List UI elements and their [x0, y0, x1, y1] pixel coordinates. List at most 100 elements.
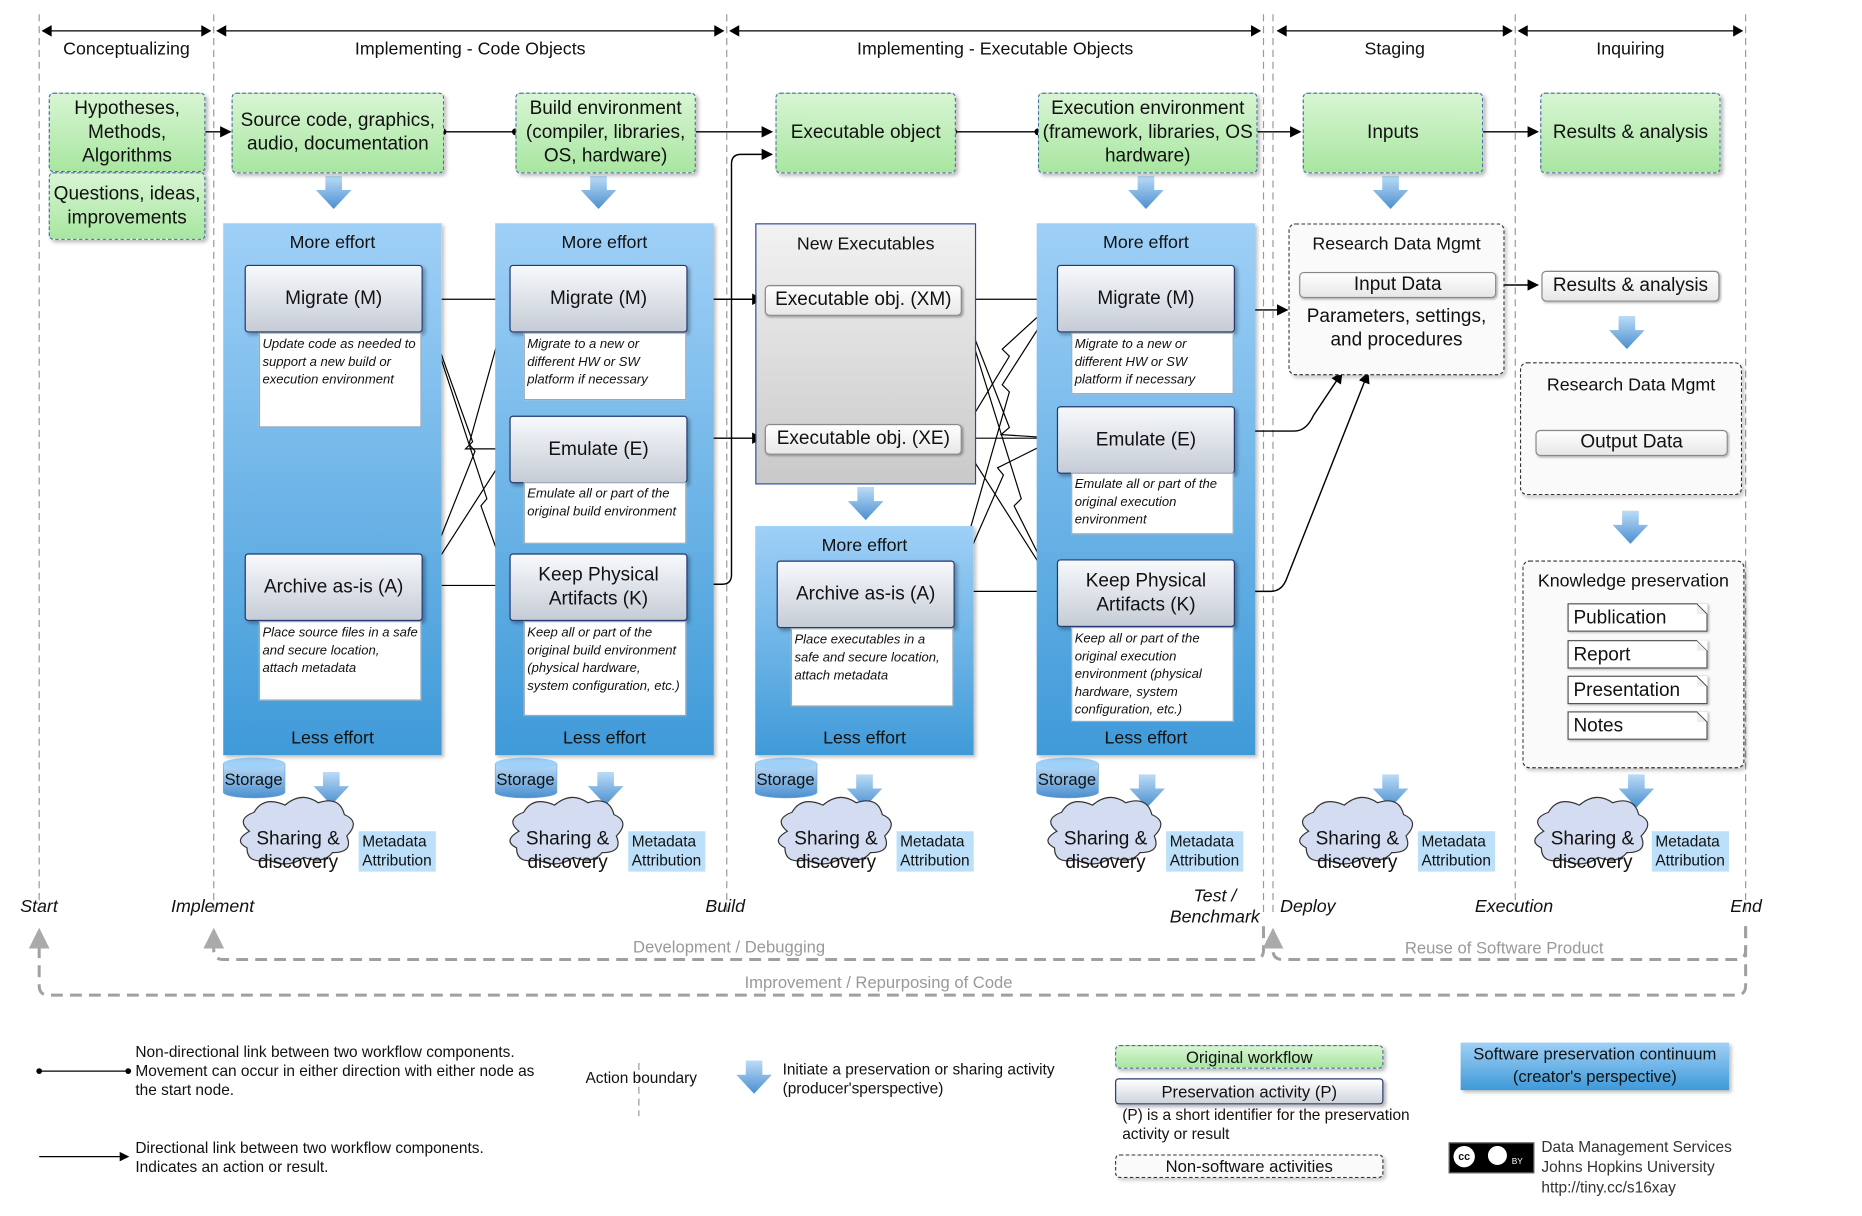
loop-development-label: Development / Debugging — [632, 936, 826, 956]
notes-doc: Notes — [1567, 711, 1708, 740]
storage-label: Storage — [496, 769, 555, 789]
attribution-label: Attribution — [1655, 851, 1725, 870]
execution-environment-box: Execution environment (framework, librar… — [1037, 92, 1258, 174]
build-environment-box: Build environment (compiler, libraries, … — [515, 92, 696, 174]
keep-physical-build-description: Keep all or part of the original build e… — [523, 621, 687, 717]
metadata-label: Metadata — [631, 832, 697, 851]
results-analysis-node: Results & analysis — [1541, 270, 1720, 302]
loop-reuse-label: Reuse of Software Product — [1404, 938, 1604, 958]
staging-rdm-title: Research Data Mgmt — [1312, 233, 1481, 255]
migrate-build-label: Migrate (M) — [549, 287, 648, 309]
attribution-label: Attribution — [1421, 851, 1491, 870]
results-analysis-box: Results & analysis — [1540, 92, 1721, 174]
milestone-execution: Execution — [1474, 896, 1554, 917]
milestone-start: Start — [20, 896, 58, 917]
legend-nonsoftware-label: Non-software activities — [1165, 1156, 1333, 1176]
executable-object-box: Executable object — [775, 92, 956, 174]
keep-physical-build-node: Keep Physical Artifacts (K) — [509, 553, 688, 622]
migrate-exec-node: Migrate (M) — [1056, 264, 1235, 333]
keep-physical-exec-node: Keep Physical Artifacts (K) — [1056, 559, 1235, 627]
inquiring-rdm-title: Research Data Mgmt — [1546, 375, 1716, 396]
metadata-label: Metadata — [1421, 832, 1486, 851]
legend-preservation-activity: Preservation activity (P) — [1115, 1078, 1384, 1105]
executable-object-label: Executable object — [790, 122, 941, 143]
questions-label: Questions, ideas, improvements — [53, 183, 201, 228]
legend-pres-activity-label: Preservation activity (P) — [1161, 1081, 1338, 1101]
legend-action-boundary-text: Action boundary — [585, 1068, 698, 1087]
knowledge-preservation-title: Knowledge preservation — [1537, 571, 1729, 592]
archive-executable-node: Archive as-is (A) — [776, 560, 955, 629]
questions-box: Questions, ideas, improvements — [48, 172, 206, 240]
milestone-build: Build — [705, 896, 745, 917]
storage-label: Storage — [224, 769, 283, 789]
legend-original-workflow: Original workflow — [1115, 1045, 1384, 1069]
hypotheses-label: Hypotheses, Methods, Algorithms — [74, 97, 180, 166]
report-doc: Report — [1567, 640, 1708, 669]
legend-continuum: Software preservation continuum (creator… — [1460, 1042, 1729, 1091]
attribution-label: Attribution — [631, 851, 702, 870]
attribution-label: Attribution — [1169, 851, 1240, 870]
source-code-label: Source code, graphics, audio, documentat… — [240, 110, 436, 155]
sharing-discovery-label: Sharing & discovery — [525, 828, 610, 873]
more-effort-label: More effort — [561, 232, 648, 253]
archive-executable-description: Place executables in a safe and secure l… — [790, 628, 954, 707]
attribution-label: Attribution — [362, 851, 432, 870]
legend-nondirectional-text: Non-directional link between two workflo… — [135, 1042, 535, 1099]
cc-icon: cc — [1453, 1145, 1475, 1168]
phase-conceptualizing: Conceptualizing — [63, 39, 190, 60]
phase-inquiring: Inquiring — [1596, 39, 1665, 60]
sharing-discovery-label: Sharing & discovery — [1315, 828, 1400, 873]
archive-code-node: Archive as-is (A) — [244, 553, 423, 622]
migrate-exec-label: Migrate (M) — [1097, 287, 1195, 309]
milestone-test: Test / — [1193, 885, 1237, 907]
milestone-deploy: Deploy — [1280, 896, 1336, 917]
legend-continuum-label: Software preservation continuum (creator… — [1473, 1043, 1717, 1086]
execution-environment-label: Execution environment (framework, librar… — [1042, 98, 1253, 167]
keep-physical-exec-description: Keep all or part of the original executi… — [1071, 627, 1234, 722]
cc-by-badge: cc BY — [1448, 1142, 1535, 1174]
parameters-item: Parameters, settings, and procedures — [1306, 306, 1487, 351]
metadata-label: Metadata — [900, 832, 965, 851]
legend-initiate-text: Initiate a preservation or sharing activ… — [782, 1060, 1055, 1098]
sharing-discovery-label: Sharing & discovery — [794, 828, 878, 873]
legend-directional-text: Directional link between two workflow co… — [135, 1138, 484, 1176]
staging-research-data-box: Research Data Mgmt Input Data Parameters… — [1288, 223, 1505, 376]
credit-link[interactable]: http://tiny.cc/s16xay — [1541, 1178, 1676, 1196]
less-effort-label: Less effort — [563, 727, 646, 749]
legend-original-label: Original workflow — [1185, 1047, 1313, 1067]
credit-line-1: Data Management Services — [1541, 1137, 1732, 1156]
phase-staging: Staging — [1364, 39, 1425, 60]
milestone-end: End — [1730, 896, 1762, 917]
output-data-item: Output Data — [1535, 429, 1728, 456]
emulate-build-node: Emulate (E) — [509, 415, 688, 484]
executable-xm-node: Executable obj. (XM) — [764, 285, 962, 316]
inquiring-research-data-box: Research Data Mgmt Output Data — [1520, 362, 1743, 496]
metadata-label: Metadata — [362, 832, 427, 851]
loop-improvement-label: Improvement / Repurposing of Code — [744, 972, 1013, 992]
publication-doc: Publication — [1567, 603, 1708, 632]
legend-nonsoftware: Non-software activities — [1115, 1154, 1384, 1178]
emulate-build-label: Emulate (E) — [548, 438, 649, 459]
emulate-build-description: Emulate all or part of the original buil… — [523, 482, 687, 544]
input-data-item: Input Data — [1299, 271, 1497, 299]
source-code-box: Source code, graphics, audio, documentat… — [231, 92, 445, 174]
by-person-icon — [1487, 1145, 1507, 1165]
sharing-discovery-label: Sharing & discovery — [256, 828, 340, 873]
phase-implementing-executable: Implementing - Executable Objects — [857, 39, 1134, 60]
inputs-box: Inputs — [1302, 92, 1484, 174]
executable-xe-node: Executable obj. (XE) — [764, 423, 962, 455]
hypotheses-box: Hypotheses, Methods, Algorithms — [48, 92, 206, 173]
more-effort-label: More effort — [821, 535, 908, 556]
milestone-implement: Implement — [171, 896, 255, 917]
archive-code-label: Archive as-is (A) — [263, 576, 404, 597]
more-effort-label: More effort — [1103, 232, 1189, 253]
sharing-discovery-label: Sharing & discovery — [1063, 828, 1148, 873]
sharing-discovery-label: Sharing & discovery — [1550, 828, 1635, 873]
attribution-label: Attribution — [900, 851, 970, 870]
